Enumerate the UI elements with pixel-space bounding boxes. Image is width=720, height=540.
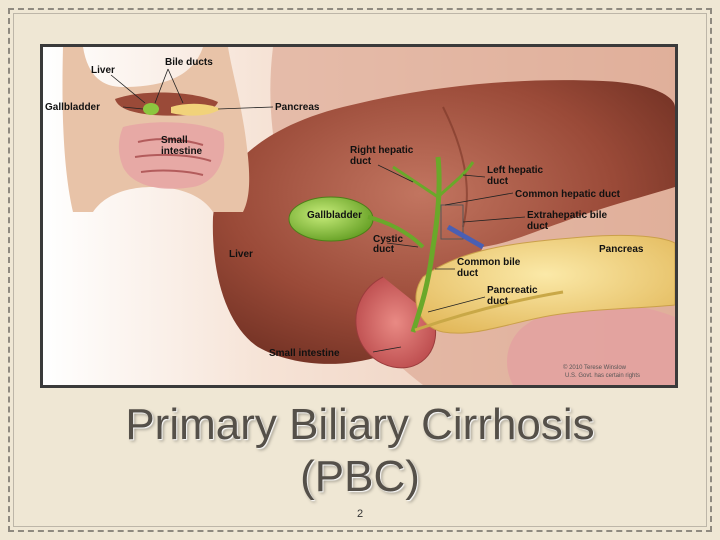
common-bile-duct xyxy=(410,156,442,333)
inset-torso xyxy=(62,47,250,212)
copyright-line-1: © 2010 Terese Winslow xyxy=(563,364,627,371)
label-cystic-2: duct xyxy=(373,244,395,255)
label-common-bile-1: Common bile xyxy=(457,257,521,268)
liver-organ xyxy=(212,80,675,364)
inset-label-small-2: intestine xyxy=(161,146,203,157)
slide-title-line-1: Primary Biliary Cirrhosis xyxy=(125,400,595,449)
page-number: 2 xyxy=(356,508,364,520)
label-cystic-1: Cystic xyxy=(373,234,403,245)
label-pancreatic-2: duct xyxy=(487,296,509,307)
label-left-hepatic-1: Left hepatic xyxy=(487,165,544,176)
label-pancreatic-1: Pancreatic xyxy=(487,285,538,296)
label-small-intestine: Small intestine xyxy=(269,348,340,359)
pancreatic-duct xyxy=(414,290,564,332)
label-liver: Liver xyxy=(229,249,253,260)
inset-pancreas xyxy=(171,103,221,116)
slide-title-line-2: (PBC) xyxy=(300,452,420,501)
label-gallbladder: Gallbladder xyxy=(307,210,362,221)
label-extrahepatic-1: Extrahepatic bile xyxy=(527,210,607,221)
label-pancreas: Pancreas xyxy=(599,244,644,255)
label-common-hepatic: Common hepatic duct xyxy=(515,189,621,200)
inset-label-small-1: Small xyxy=(161,135,188,146)
copyright-line-2: U.S. Govt. has certain rights xyxy=(565,373,640,379)
label-right-hepatic-1: Right hepatic xyxy=(350,145,414,156)
label-extrahepatic-2: duct xyxy=(527,221,549,232)
inset-label-pancreas: Pancreas xyxy=(275,102,320,113)
right-hepatic-duct xyxy=(392,165,439,199)
anatomy-illustration: Liver Bile ducts Gallbladder Pancreas Sm… xyxy=(43,47,675,385)
inset-gallbladder xyxy=(143,103,159,115)
portal-vein xyxy=(446,224,485,250)
label-right-hepatic-2: duct xyxy=(350,156,372,167)
label-left-hepatic-2: duct xyxy=(487,176,509,187)
left-hepatic-duct xyxy=(436,161,475,199)
inset-label-gallbladder: Gallbladder xyxy=(45,102,100,113)
label-common-bile-2: duct xyxy=(457,268,479,279)
inset-label-bile-ducts: Bile ducts xyxy=(165,57,213,68)
anatomy-figure: Liver Bile ducts Gallbladder Pancreas Sm… xyxy=(40,44,678,388)
small-intestine-organ xyxy=(507,303,675,385)
slide-border xyxy=(8,8,712,532)
leader-lines xyxy=(110,68,526,353)
cystic-duct xyxy=(367,215,425,249)
inset-label-liver: Liver xyxy=(91,65,115,76)
duodenum xyxy=(355,276,437,369)
